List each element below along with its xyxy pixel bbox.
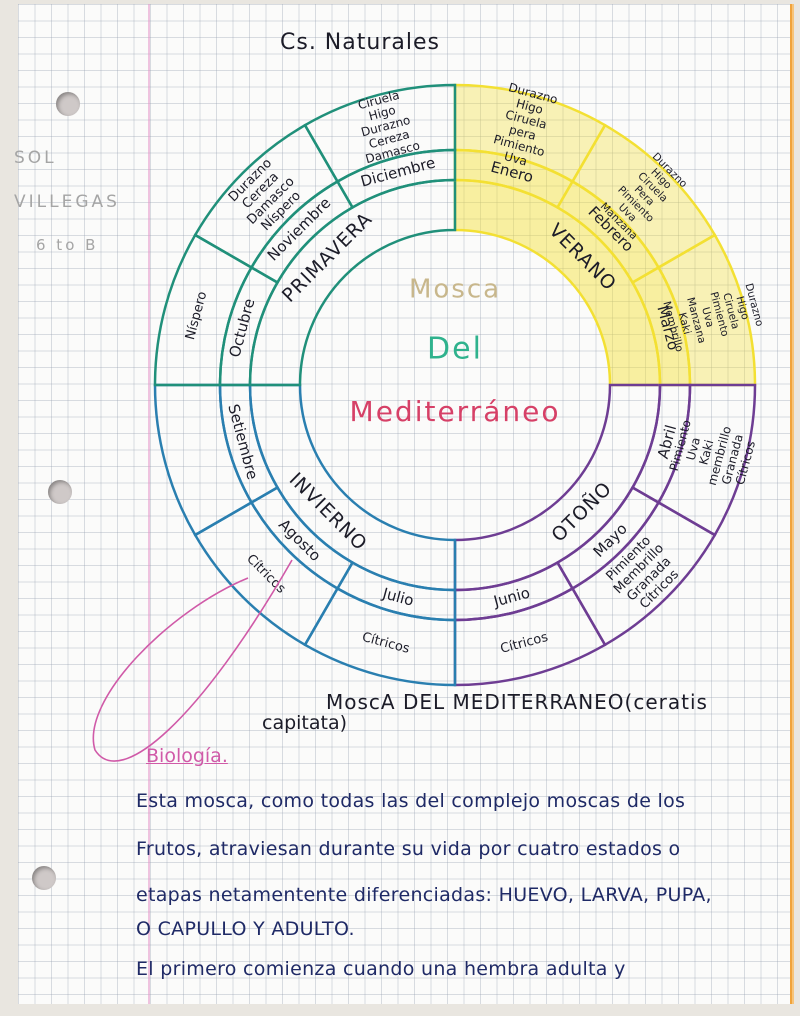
center-title-word: Mosca: [409, 275, 501, 305]
student-name-first: SOL: [14, 148, 57, 168]
binder-hole: [48, 480, 72, 504]
paragraph-line: etapas netamentente diferenciadas: HUEVO…: [136, 884, 712, 906]
center-title-word: Mediterráneo: [350, 395, 561, 428]
paragraph-line: Esta mosca, como todas las del complejo …: [136, 790, 686, 812]
fruit-label: Uva: [684, 436, 704, 462]
fruit-label: Higo: [367, 103, 397, 124]
fruit-label: Níspero: [183, 290, 210, 342]
month-label: Junio: [491, 584, 532, 611]
fruit-label: pera: [508, 122, 538, 143]
fruit-sector: [303, 83, 457, 184]
fruit-label: Uva: [699, 306, 716, 329]
section-title: Biología.: [146, 745, 228, 767]
fruit-label: Kaki: [676, 311, 693, 335]
diagram-caption: MoscA DEL MEDITERRANEO(ceratis: [326, 690, 708, 714]
center-title-word: Del: [427, 332, 483, 367]
fruit-list: Cítricos: [499, 630, 550, 657]
student-name-last: VILLEGAS: [14, 192, 120, 212]
fruit-label: Uva: [503, 149, 529, 169]
paragraph-line: O CAPULLO Y ADULTO.: [136, 918, 355, 940]
page-title: Cs. Naturales: [280, 30, 440, 55]
fruit-label: Cítricos: [243, 552, 288, 597]
fruit-list: Cítricos: [243, 552, 288, 597]
month-label: Julio: [380, 584, 416, 610]
binder-hole: [32, 866, 56, 890]
month-label: Setiembre: [224, 402, 261, 481]
fruit-list: Cítricos: [360, 630, 411, 657]
margin-line: [148, 4, 150, 1004]
pink-loop-doodle: [92, 559, 293, 762]
paragraph-line: El primero comienza cuando una hembra ad…: [136, 958, 626, 980]
month-label: Agosto: [275, 516, 324, 565]
fruit-label: Higo: [515, 96, 545, 117]
binder-hole: [56, 92, 80, 116]
fruit-list: Níspero: [183, 290, 210, 342]
paragraph-line: Frutos, atraviesan durante su vida por c…: [136, 838, 681, 860]
diagram-caption-continued: capitata): [262, 712, 348, 734]
fruit-label: Higo: [733, 295, 751, 321]
student-class: 6 to B: [36, 236, 99, 254]
fruit-label: Cítricos: [360, 630, 411, 657]
fruit-label: Cítricos: [499, 630, 550, 657]
fruit-label: Kaki: [696, 438, 716, 466]
